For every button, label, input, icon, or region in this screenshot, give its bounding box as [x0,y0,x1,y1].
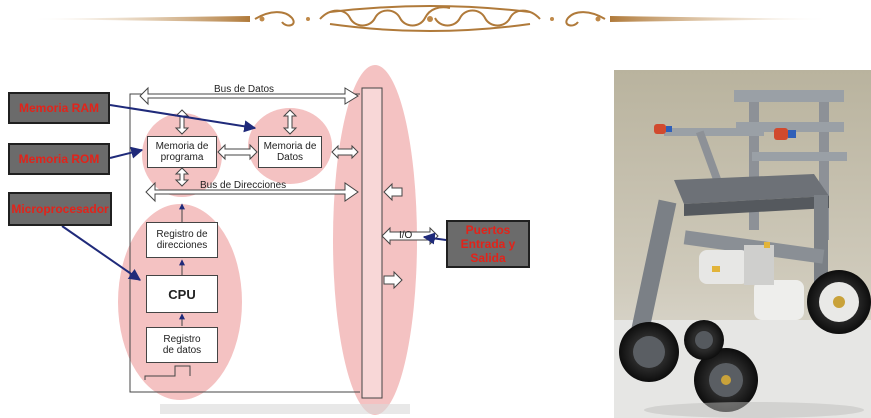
address-register-line1: Registro de [156,229,208,240]
io-ports-callout: Puertos Entrada y Salida [446,220,530,268]
micro-pointer-line [61,225,141,281]
microprocessor-callout: Microprocesador [8,192,112,226]
program-memory-block: Memoria de programa [147,136,217,168]
data-memory-block: Memoria de Datos [258,136,322,168]
program-memory-line1: Memoria de [155,141,209,152]
io-label: I/O [399,230,413,241]
data-io-link-arrow [331,144,359,160]
address-bus-label: Bus de Direcciones [200,180,287,191]
program-memory-line2: programa [160,152,204,163]
lego-robot-illustration [614,70,871,418]
address-bus-arrow [145,181,359,203]
rom-pointer-line [109,146,144,159]
prog-data-link-arrow [217,143,258,161]
data-bus-arrow [139,86,359,106]
address-register-block: Registro de direcciones [146,222,218,258]
data-register-line2: de datos [162,345,202,356]
prog-address-link-arrow [174,167,190,187]
data-memory-line1: Memoria de [263,141,317,152]
data-memory-line2: Datos [276,152,304,163]
io-output-arrow [383,270,403,290]
lego-robot-photo [614,70,871,418]
data-register-loop-line [144,365,191,380]
ram-pointer-line [109,104,257,133]
io-input-arrow [383,182,403,202]
cpu-label: CPU [168,286,196,302]
ports-pointer-line [422,232,447,245]
rom-callout: Memoria ROM [8,143,110,175]
data-bus-link-arrow [282,109,298,135]
ports-label-line2: Entrada y [460,237,516,251]
blurred-caption [160,404,410,414]
rom-callout-label: Memoria ROM [18,152,100,166]
data-register-line1: Registro [163,334,201,345]
data-register-block: Registro de datos [146,327,218,363]
data-bus-label: Bus de Datos [214,84,275,95]
io-bus-bar [361,87,383,399]
cpu-block: CPU [146,275,218,313]
ports-label-line3: Salida [470,251,506,265]
ornamental-divider [30,5,830,32]
ram-callout-label: Memoria RAM [18,101,99,115]
ports-label-line1: Puertos [465,223,511,237]
microprocessor-callout-label: Microprocesador [11,202,109,216]
address-register-line2: direcciones [156,240,208,251]
ram-callout: Memoria RAM [8,92,110,124]
